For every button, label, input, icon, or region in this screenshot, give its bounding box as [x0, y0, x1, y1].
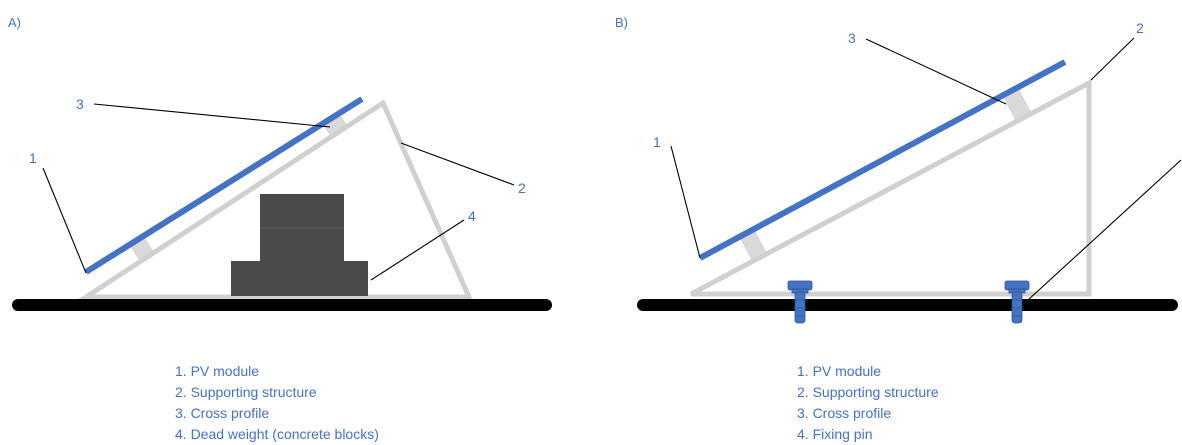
panel-a-legend-item: 2. Supporting structure [175, 384, 317, 400]
panel-a-callout-dead-weight: 4 [468, 208, 476, 224]
panel-a-leader-2 [400, 142, 515, 186]
panel-a-pv-module [84, 96, 364, 275]
panel-a-legend-item: 3. Cross profile [175, 405, 269, 421]
panel-b-legend-item: 1. PV module [797, 363, 881, 379]
panel-b-cross-profile-lower [739, 229, 767, 261]
panel-a-supporting-structure [77, 99, 473, 300]
panel-a-callout-supporting-structure: 2 [518, 180, 526, 196]
panel-a-callout-pv-module: 1 [29, 150, 37, 166]
fixing-pin-shaft [794, 291, 806, 324]
panel-b-supporting-structure [689, 78, 1092, 297]
panel-a-legend: 1. PV module 2. Supporting structure 3. … [175, 363, 379, 442]
panel-a-legend-item: 4. Dead weight (concrete blocks) [175, 426, 379, 442]
panel-b-leader-3 [865, 38, 1007, 105]
panel-b-leader-2 [1090, 37, 1135, 81]
panel-b-leader-4 [1027, 159, 1182, 301]
panel-a-leader-1 [42, 167, 87, 274]
panel-b-pv-module [698, 59, 1067, 261]
panel-b-legend: 1. PV module 2. Supporting structure 3. … [797, 363, 939, 442]
panel-a-leader-3 [93, 103, 331, 128]
panel-b-fixing-pin-right [1004, 280, 1030, 324]
fixing-pin-shaft [1011, 291, 1023, 324]
panel-b-label: B) [615, 15, 628, 30]
panel-b-callout-pv-module: 1 [653, 134, 661, 150]
panel-b-fixing-pin-left [787, 280, 813, 324]
panel-a-leader-4 [370, 219, 465, 281]
panel-b: B) 3 [615, 15, 1182, 442]
panel-a-label: A) [8, 15, 21, 30]
panel-a-dead-weight [231, 194, 368, 296]
panel-a-legend-item: 1. PV module [175, 363, 259, 379]
panel-b-legend-item: 3. Cross profile [797, 405, 891, 421]
panel-a: A) 1 3 2 4 1. PV module 2. Supporting st… [8, 15, 552, 442]
panel-b-cross-profile-upper [1002, 88, 1032, 121]
panel-b-leader-1 [670, 145, 701, 259]
panel-a-cross-profile-upper [322, 113, 348, 137]
panel-b-callout-supporting-structure: 2 [1136, 20, 1144, 36]
panel-b-legend-item: 2. Supporting structure [797, 384, 939, 400]
panel-b-legend-item: 4. Fixing pin [797, 426, 872, 442]
concrete-block-bottom [231, 261, 368, 296]
panel-b-callout-cross-profile: 3 [848, 30, 856, 46]
panel-a-callout-cross-profile: 3 [76, 96, 84, 112]
